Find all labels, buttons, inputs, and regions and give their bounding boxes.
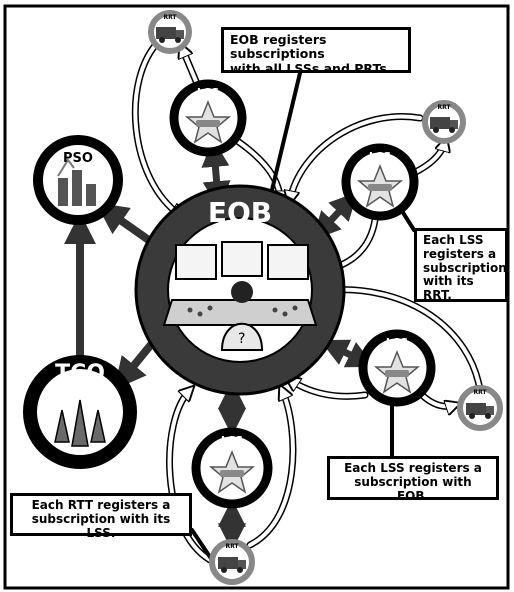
- arrow-bottom-rrt-eob-left: [166, 390, 214, 564]
- eob-hub-label: EOB: [208, 196, 272, 229]
- rrt-node-bottom: RRT: [209, 539, 255, 585]
- lss-node-top: LSS: [169, 79, 247, 157]
- callout-line: subscription with EOB.: [354, 474, 472, 503]
- callout-lss-registers-rrt: Each LSS registers a subscription with i…: [414, 228, 508, 302]
- callout-eob-registers: EOB registers subscriptions with all LSS…: [221, 27, 411, 76]
- callout-line: registers a: [423, 246, 497, 261]
- pso-label: PSO: [63, 151, 93, 166]
- callout-lss-registers-eob: Each LSS registers a subscription with E…: [327, 456, 499, 502]
- arrow-bottom-rrt-eob-right: [246, 390, 297, 549]
- arrow-top-rrt-eob: [131, 36, 180, 215]
- callout-line: EOB registers subscriptions: [230, 32, 327, 62]
- rrt-label: RRT: [225, 543, 239, 550]
- rrt-node-right: RRT: [422, 100, 466, 144]
- callout-line: with its RRT.: [423, 274, 474, 303]
- control-room-illustration: ?: [162, 241, 318, 351]
- lss-label: LSS: [386, 336, 408, 349]
- arrow-lower-rrt-eob: [330, 290, 484, 394]
- rrt-node-lower-right: RRT: [457, 385, 503, 431]
- rrt-node-top: RRT: [148, 10, 192, 54]
- callout-line: Each LSS: [423, 233, 484, 247]
- arrow-right-rrt-eob: [290, 113, 424, 200]
- rrt-label: RRT: [473, 389, 487, 396]
- lss-label: LSS: [221, 434, 243, 447]
- arrow-eob-right-lss: [312, 191, 358, 241]
- rrt-label: RRT: [437, 104, 451, 111]
- callout-line: subscription: [423, 260, 507, 275]
- lss-label: LSS: [197, 86, 219, 99]
- tco-node: TCO: [23, 355, 137, 469]
- arrow-lower-lss-eob-light: [290, 380, 369, 400]
- lss-node-lower-right: LSS: [358, 329, 436, 407]
- callout-line: with all LSSs and PRTs.: [230, 60, 392, 76]
- callout-rtt-registers-lss: Each RTT registers a subscription with i…: [10, 493, 192, 539]
- callout-line: subscription with its LSS.: [31, 511, 171, 540]
- pso-node: PSO: [33, 135, 123, 225]
- lss-node-right: LSS: [341, 143, 419, 221]
- arrow-eob-lower-lss: [319, 339, 376, 368]
- leader-rtt-lss-callout: [190, 528, 214, 562]
- corner-mark: ": [506, 6, 511, 17]
- traffic-cone-icon: [54, 399, 106, 447]
- eob-hub: ? EOB: [134, 184, 346, 396]
- svg-text:?: ?: [238, 331, 245, 347]
- callout-line: Each LSS registers a: [344, 461, 482, 475]
- lss-label: LSS: [369, 150, 391, 163]
- rrt-label: RRT: [163, 14, 177, 21]
- callout-line: Each RTT registers a: [31, 498, 171, 512]
- arrow-top-rrt-lss: [182, 48, 202, 90]
- tco-label: TCO: [55, 361, 105, 386]
- leader-eob-callout: [270, 71, 302, 192]
- lss-node-bottom: LSS: [191, 427, 273, 509]
- power-plant-icon: [57, 158, 96, 206]
